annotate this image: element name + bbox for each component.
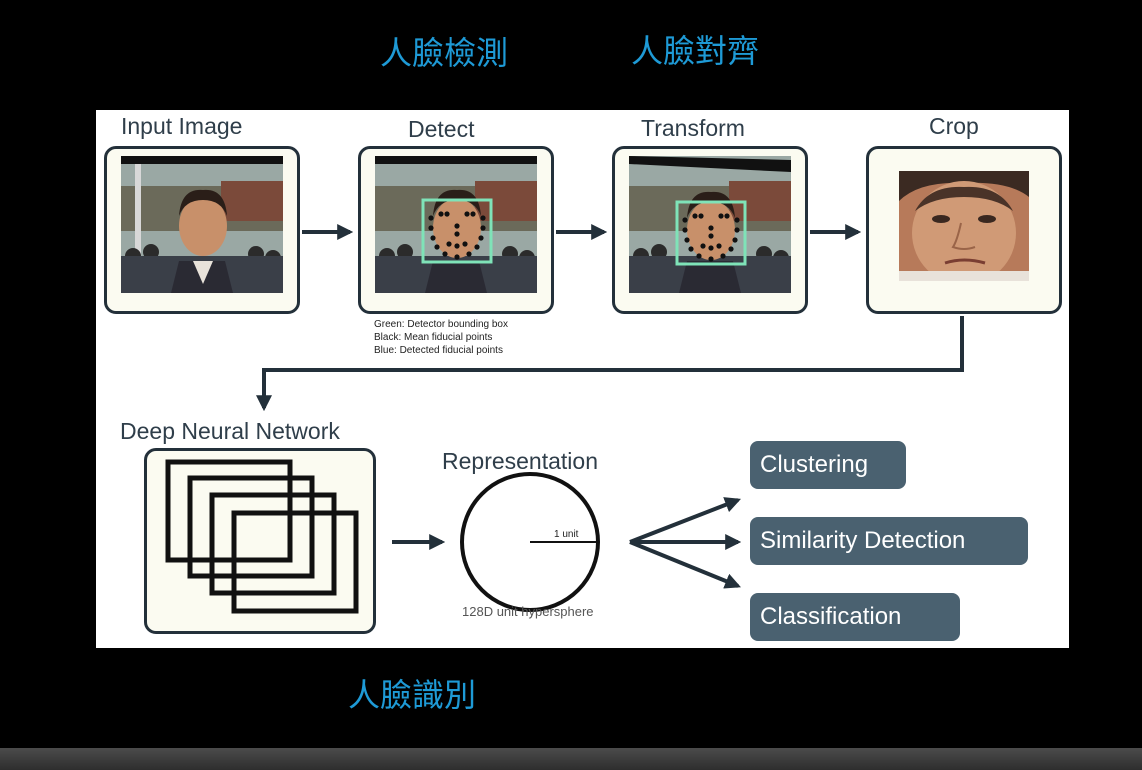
stage-title-transform: Transform <box>641 115 745 141</box>
caption-face-recognition: 人臉識別 <box>348 676 477 714</box>
caption-face-detection: 人臉檢測 <box>380 34 509 72</box>
arrow-to-clustering <box>629 497 741 544</box>
output-classification: Classification <box>750 593 960 641</box>
arrow-to-classification <box>629 540 741 589</box>
cropped-face-photo <box>899 171 1029 281</box>
stage-title-deep-neural-network: Deep Neural Network <box>120 418 340 444</box>
transform-photo <box>629 156 791 293</box>
caption-face-alignment: 人臉對齊 <box>631 32 760 70</box>
legend-blue: Blue: Detected fiducial points <box>374 345 503 356</box>
stage-title-detect: Detect <box>408 116 475 142</box>
output-clustering: Clustering <box>750 441 906 489</box>
legend-black: Black: Mean fiducial points <box>374 332 493 343</box>
detect-photo <box>375 156 537 293</box>
stage-title-representation: Representation <box>442 448 598 474</box>
bottom-bar <box>0 748 1142 770</box>
dnn-layers-icon <box>165 459 359 614</box>
output-similarity-detection: Similarity Detection <box>750 517 1028 565</box>
hypersphere-caption: 128D unit hypersphere <box>462 604 594 619</box>
pipeline-diagram: Input Image Detect Transform Crop <box>96 110 1069 648</box>
diagram-wires: 1 unit 128D unit hypersphere <box>165 224 964 619</box>
legend-green: Green: Detector bounding box <box>374 319 508 330</box>
hypersphere-unit-label: 1 unit <box>554 529 579 540</box>
stage-title-input-image: Input Image <box>121 113 243 139</box>
stage-title-crop: Crop <box>929 113 979 139</box>
arrow-crop-to-dnn <box>256 316 964 412</box>
input-photo <box>121 156 283 293</box>
